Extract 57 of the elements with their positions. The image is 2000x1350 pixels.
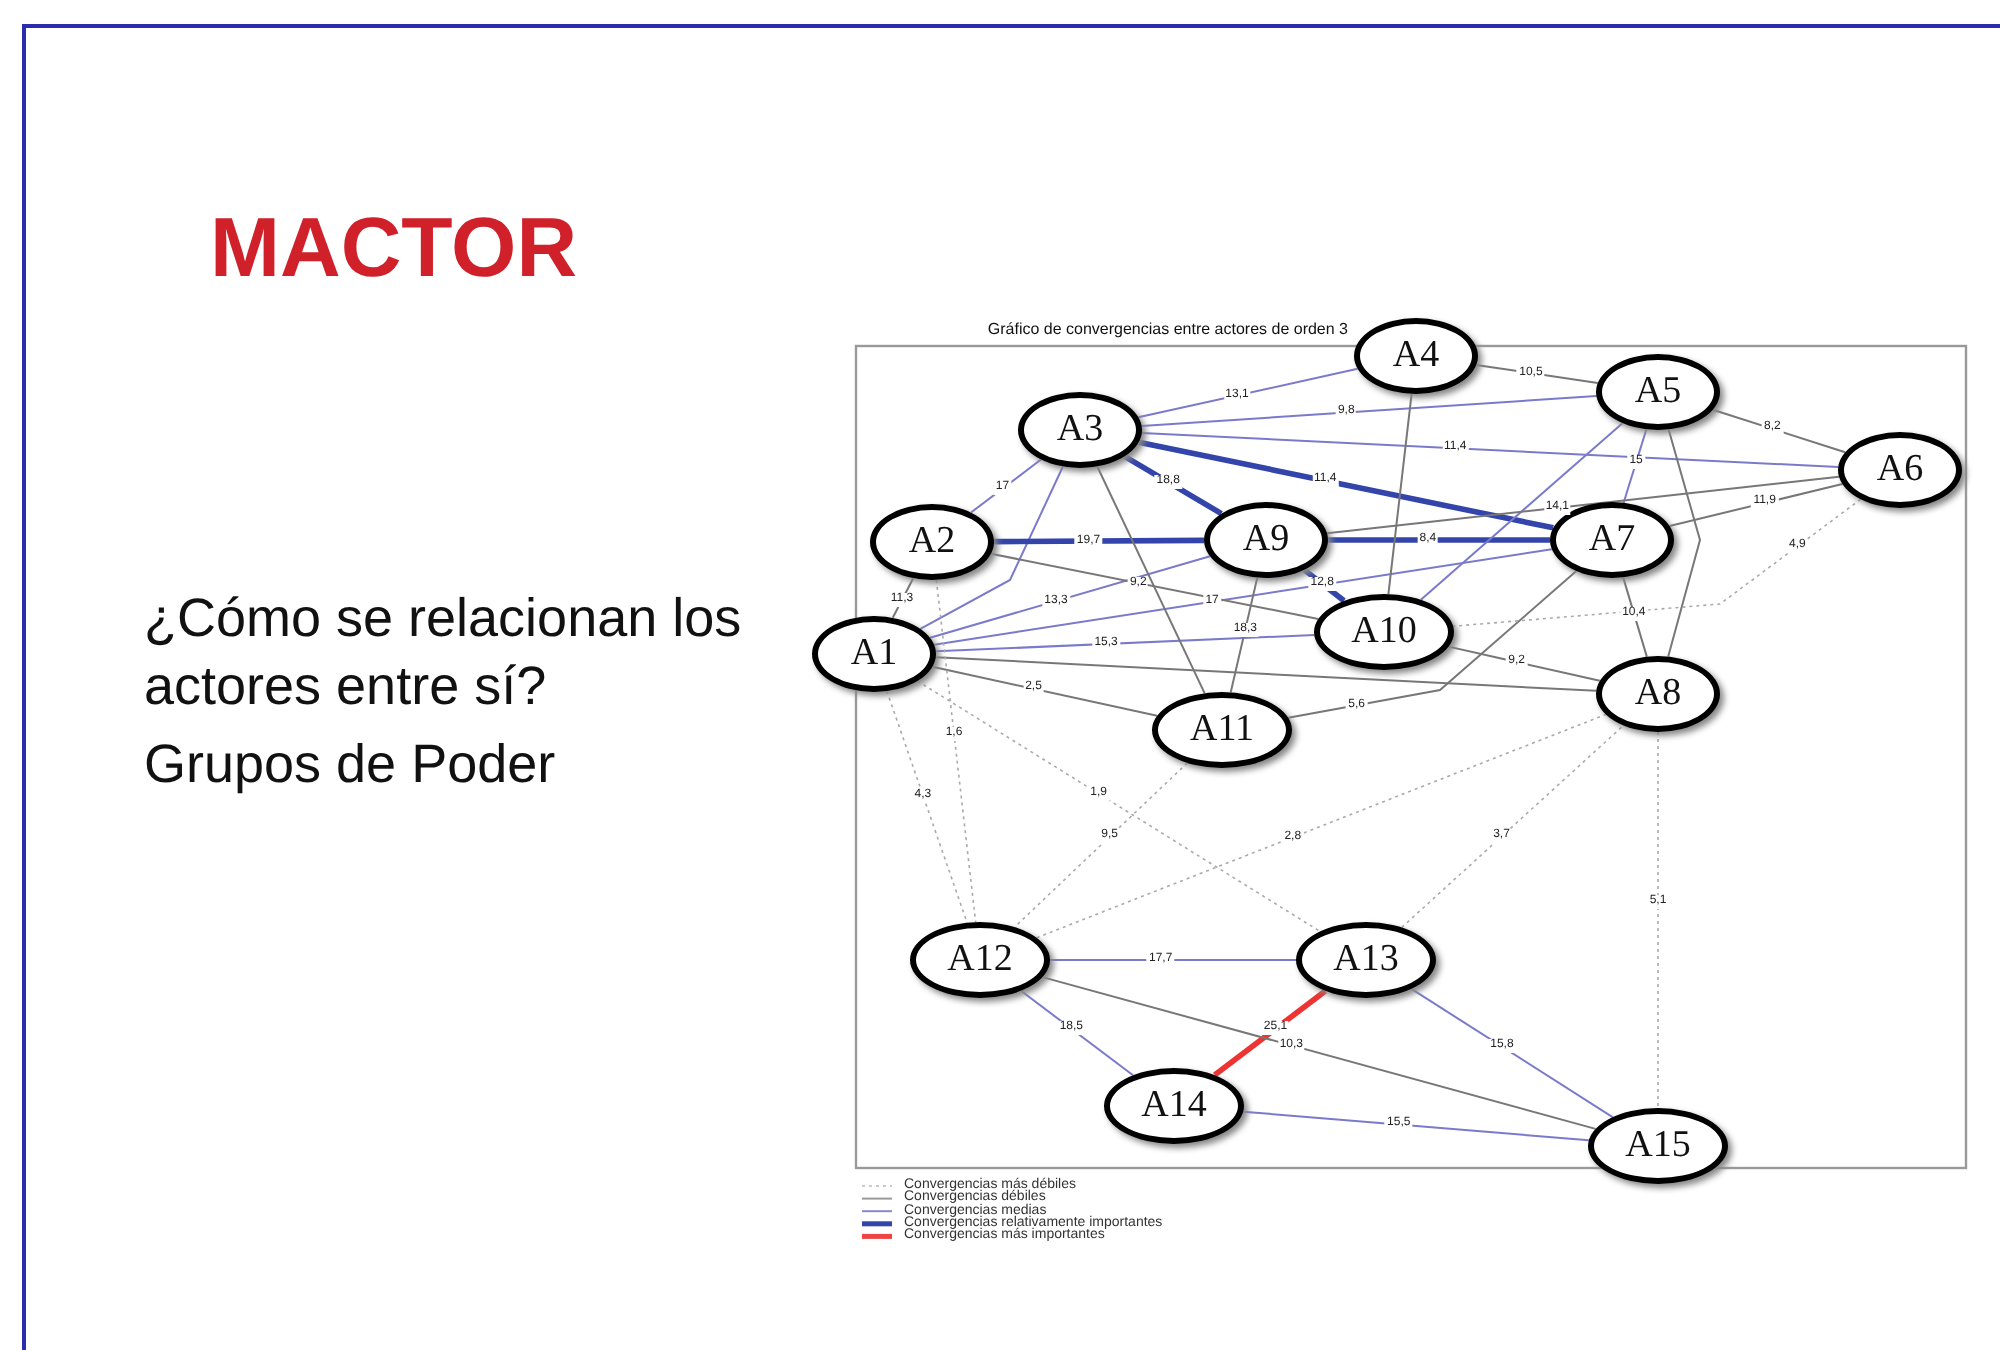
actor-ellipse: A11 [1152,692,1292,768]
connector [1419,422,1624,601]
connector [1387,392,1413,596]
connector [934,656,1598,692]
connector [1013,762,1189,928]
connector [891,577,915,619]
actor-ellipse: A13 [1296,922,1436,998]
connector [1041,976,1597,1130]
actor-ellipse: A14 [1104,1068,1244,1144]
connector [1622,428,1648,504]
connector [935,579,977,923]
actor-ellipse: A6 [1838,432,1962,508]
connector [1668,483,1844,527]
connector [970,458,1042,514]
connector [1287,570,1578,719]
title: MACTOR [210,200,578,296]
connector [886,690,968,924]
connector [1447,645,1601,682]
connector [1328,537,1550,543]
actor-ellipse: A4 [1354,318,1478,394]
connector [1137,367,1359,419]
actor-ellipse: A9 [1204,502,1328,578]
actor-ellipse: A12 [910,922,1050,998]
connector [919,465,1064,630]
connector [1212,988,1328,1078]
actor-ellipse: A10 [1314,594,1454,670]
connector [1657,731,1659,1109]
actor-ellipse: A1 [812,616,936,692]
connector [933,548,1553,646]
actor-ellipse: A15 [1588,1108,1728,1184]
question-text: ¿Cómo se relacionan los actores entre sí? [144,586,744,720]
connector [994,537,1204,545]
connector [1711,408,1847,454]
connector [1326,475,1840,535]
connector [1622,576,1648,658]
subtitle-text: Grupos de Poder [144,732,558,798]
connector [1410,987,1614,1119]
actor-ellipse: A5 [1596,354,1720,430]
connector [1140,432,1840,468]
connector [989,552,1320,620]
connector [1242,1110,1590,1142]
connector [934,634,1316,653]
connector [1123,453,1223,517]
connector [1096,465,1206,695]
connector [931,665,1159,717]
connector [1229,576,1259,694]
actor-ellipse: A3 [1018,392,1142,468]
connector [1667,428,1702,658]
actor-ellipse: A8 [1596,656,1720,732]
connector [1452,498,1862,628]
chart-title: Gráfico de convergencias entre actores de orden 3 [985,320,1348,340]
connector [1138,439,1554,531]
connector [1049,959,1297,961]
actor-ellipse: A2 [870,504,994,580]
connector [929,555,1211,639]
connector [1140,395,1598,427]
connector [1475,363,1599,385]
